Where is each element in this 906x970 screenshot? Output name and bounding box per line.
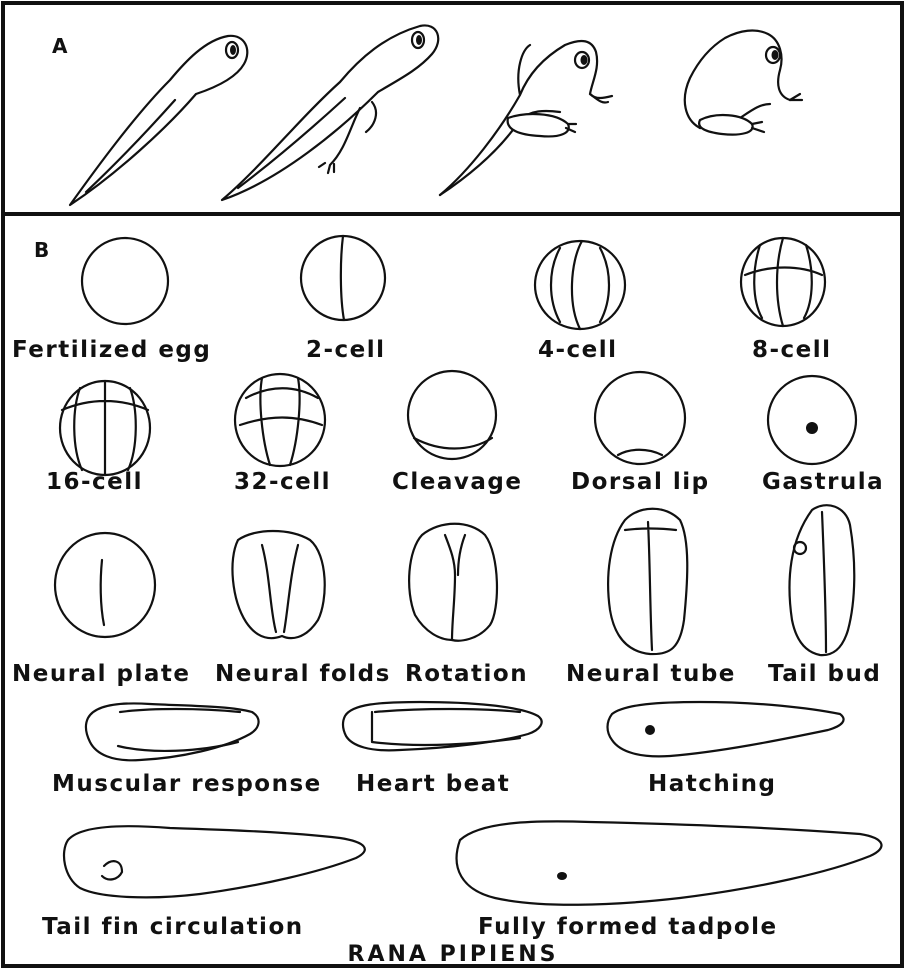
label-rotation: Rotation — [405, 663, 528, 686]
label-4-cell: 4-cell — [538, 339, 618, 362]
label-16-cell: 16-cell — [46, 471, 143, 494]
2-cell-drawing — [301, 236, 385, 320]
label-32-cell: 32-cell — [234, 471, 331, 494]
tail-fin-circulation-drawing — [64, 826, 365, 897]
neural-folds-drawing — [232, 531, 324, 638]
label-tail-bud: Tail bud — [768, 663, 881, 686]
label-fully-formed-tadpole: Fully formed tadpole — [478, 916, 778, 939]
8-cell-drawing — [741, 238, 825, 326]
rotation-drawing — [409, 524, 497, 641]
label-neural-tube: Neural tube — [566, 663, 736, 686]
label-tail-fin-circulation: Tail fin circulation — [42, 916, 304, 939]
dorsal-lip-drawing — [595, 372, 685, 464]
tail-bud-drawing — [789, 505, 854, 655]
diagram-title: RANA PIPIENS — [0, 942, 906, 967]
heart-beat-drawing — [343, 702, 542, 750]
32-cell-drawing — [235, 374, 325, 466]
neural-tube-drawing — [608, 509, 687, 654]
label-cleavage: Cleavage — [392, 471, 522, 494]
label-fertilized-egg: Fertilized egg — [12, 339, 211, 362]
hatching-drawing — [608, 702, 844, 756]
label-gastrula: Gastrula — [762, 471, 884, 494]
muscular-response-drawing — [86, 703, 259, 760]
label-8-cell: 8-cell — [752, 339, 832, 362]
neural-plate-drawing — [55, 533, 155, 637]
metamorphosis-stage-2 — [222, 25, 438, 200]
label-2-cell: 2-cell — [306, 339, 386, 362]
metamorphosis-stage-1 — [70, 36, 247, 205]
metamorphosis-stage-3 — [440, 41, 612, 195]
label-neural-folds: Neural folds — [215, 663, 391, 686]
panel-b-letter: B — [34, 238, 49, 262]
label-dorsal-lip: Dorsal lip — [571, 471, 710, 494]
label-muscular-response: Muscular response — [52, 773, 322, 796]
panel-a-letter: A — [52, 34, 67, 58]
16-cell-drawing — [60, 381, 150, 475]
cleavage-drawing — [408, 371, 496, 459]
fertilized-egg-drawing — [82, 238, 168, 324]
label-heart-beat: Heart beat — [356, 773, 510, 796]
gastrula-drawing — [768, 376, 856, 464]
label-hatching: Hatching — [648, 773, 777, 796]
fully-formed-tadpole-drawing — [457, 821, 882, 904]
4-cell-drawing — [535, 241, 625, 329]
metamorphosis-stage-4 — [685, 31, 802, 135]
label-neural-plate: Neural plate — [12, 663, 190, 686]
